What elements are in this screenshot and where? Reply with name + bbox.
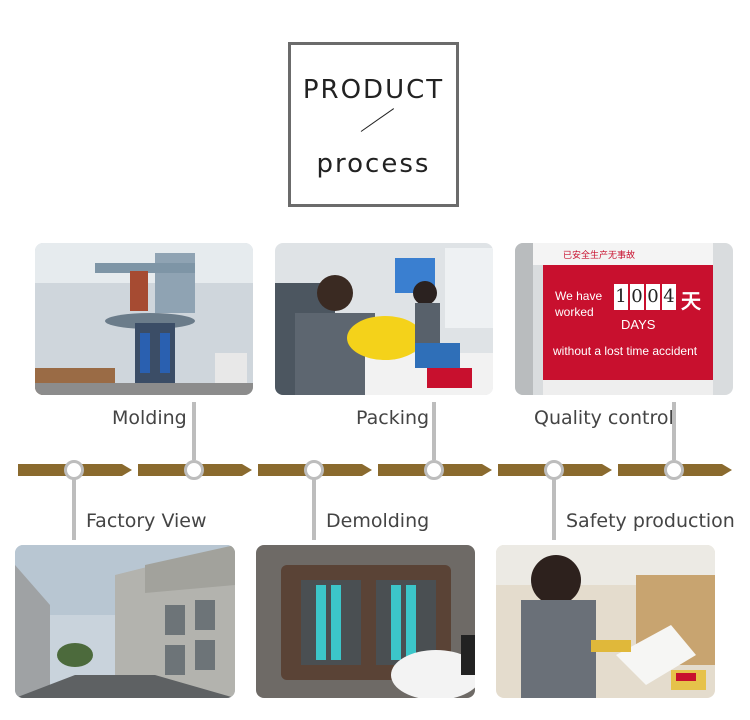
connector-factory-view xyxy=(72,478,76,540)
counter-digit: 4 xyxy=(662,284,676,310)
step-label-safety-production: Safety production xyxy=(566,510,735,532)
timeline-node-demolding xyxy=(304,460,324,480)
connector-quality-control xyxy=(672,402,676,460)
safety-sign-worked: worked xyxy=(555,305,594,319)
connector-molding xyxy=(192,402,196,460)
title-box: PRODUCT process xyxy=(288,42,459,207)
step-label-factory-view: Factory View xyxy=(86,510,207,532)
step-label-molding: Molding xyxy=(112,407,187,429)
connector-packing xyxy=(432,402,436,460)
counter-digit: 0 xyxy=(646,284,660,310)
connector-demolding xyxy=(312,478,316,540)
timeline-node-safety-production xyxy=(544,460,564,480)
safety-sign-counter: 1 0 0 4 xyxy=(614,284,676,310)
quality-control-photo: 已安全生产无事故 We have worked 1 0 0 4 天 DAYS w… xyxy=(515,243,733,395)
title-slash-divider xyxy=(360,108,395,132)
safety-sign-days-char: 天 xyxy=(681,289,701,313)
title-product: PRODUCT xyxy=(302,75,445,105)
timeline-node-packing xyxy=(424,460,444,480)
safety-production-photo xyxy=(496,545,715,698)
factory-view-photo xyxy=(15,545,235,698)
timeline-node-quality-control xyxy=(664,460,684,480)
counter-digit: 1 xyxy=(614,284,628,310)
step-label-demolding: Demolding xyxy=(326,510,430,532)
demolding-photo xyxy=(256,545,475,698)
molding-photo xyxy=(35,243,253,395)
title-process: process xyxy=(316,149,431,179)
safety-sign-chinese: 已安全生产无事故 xyxy=(563,251,636,261)
timeline-node-molding xyxy=(184,460,204,480)
safety-sign-we-have: We have xyxy=(555,289,603,303)
packing-photo xyxy=(275,243,493,395)
safety-sign-days: DAYS xyxy=(621,317,656,332)
connector-safety-production xyxy=(552,478,556,540)
safety-sign-without: without a lost time accident xyxy=(553,344,698,358)
timeline xyxy=(18,464,732,476)
step-label-quality-control: Quality control xyxy=(534,407,674,429)
counter-digit: 0 xyxy=(630,284,644,310)
step-label-packing: Packing xyxy=(356,407,430,429)
timeline-node-factory-view xyxy=(64,460,84,480)
